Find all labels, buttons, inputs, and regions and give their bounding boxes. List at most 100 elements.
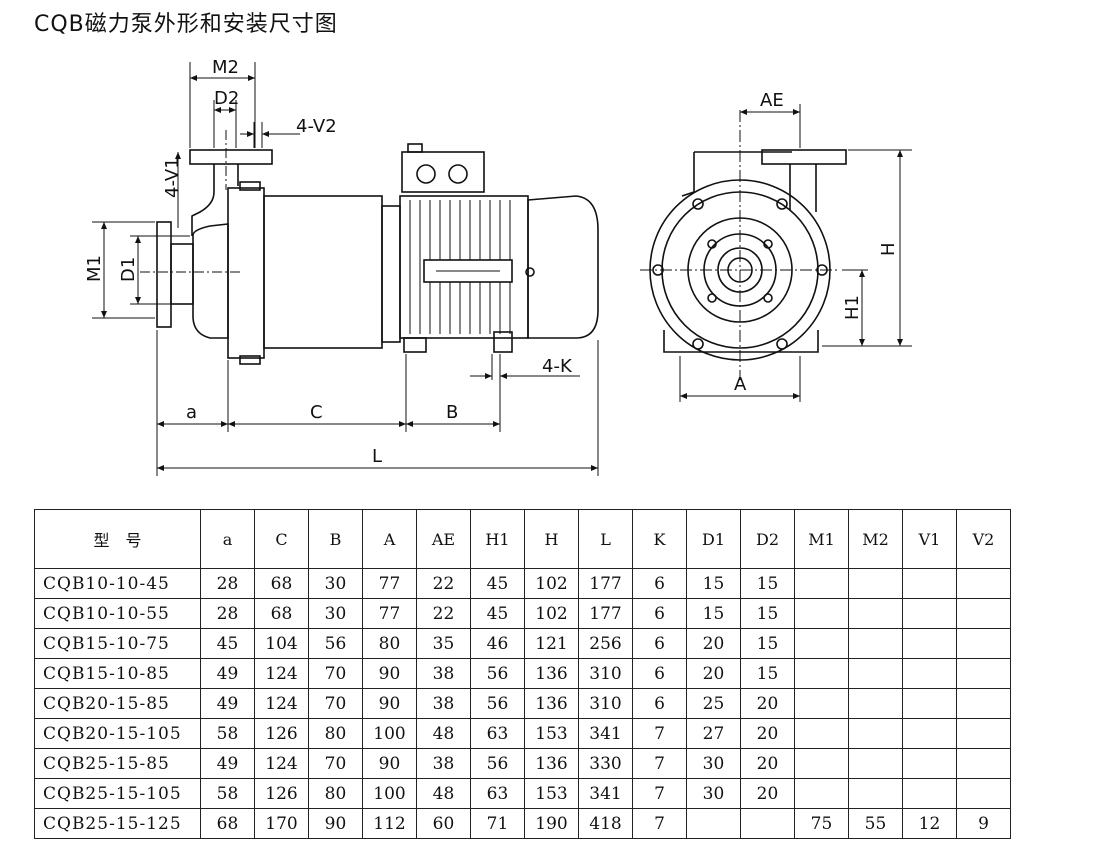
table-cell: 60 — [416, 808, 471, 839]
table-cell: 90 — [308, 808, 363, 839]
table-cell: 121 — [524, 628, 579, 659]
table-cell — [848, 718, 903, 749]
table-cell — [848, 748, 903, 779]
table-cell: 20 — [740, 688, 795, 719]
col-header: L — [578, 509, 633, 569]
col-header: H — [524, 509, 579, 569]
table-cell: 20 — [686, 628, 741, 659]
table-cell: 124 — [254, 688, 309, 719]
table-cell: 7 — [632, 778, 687, 809]
dim-k-label: 4-K — [542, 356, 573, 377]
dim-v1-label: 4-V1 — [162, 157, 183, 198]
table-cell: 68 — [254, 598, 309, 629]
table-cell — [956, 658, 1011, 689]
table-cell — [794, 778, 849, 809]
table-cell — [848, 568, 903, 599]
table-cell — [794, 658, 849, 689]
table-cell: 124 — [254, 658, 309, 689]
table-cell: 80 — [308, 778, 363, 809]
table-cell: 7 — [632, 748, 687, 779]
table-cell: 77 — [362, 598, 417, 629]
table-cell: 153 — [524, 718, 579, 749]
table-cell — [794, 748, 849, 779]
table-cell: 63 — [470, 718, 525, 749]
table-cell: 153 — [524, 778, 579, 809]
table-cell: 30 — [686, 748, 741, 779]
dim-m2-label: M2 — [212, 57, 239, 78]
table-cell — [902, 778, 957, 809]
end-view — [640, 104, 912, 402]
table-cell — [956, 628, 1011, 659]
table-cell: 68 — [200, 808, 255, 839]
table-cell: 15 — [740, 568, 795, 599]
table-cell: 20 — [740, 718, 795, 749]
col-header: a — [200, 509, 255, 569]
table-cell — [794, 628, 849, 659]
table-cell: 310 — [578, 688, 633, 719]
table-cell — [956, 688, 1011, 719]
table-cell — [794, 688, 849, 719]
table-cell: 7 — [632, 808, 687, 839]
table-cell: 418 — [578, 808, 633, 839]
col-header: H1 — [470, 509, 525, 569]
table-cell: 177 — [578, 598, 633, 629]
table-cell — [902, 748, 957, 779]
table-cell: 7 — [632, 718, 687, 749]
table-cell: 310 — [578, 658, 633, 689]
table-cell: 48 — [416, 718, 471, 749]
table-cell: 45 — [470, 568, 525, 599]
table-cell: 48 — [416, 778, 471, 809]
table-cell: 341 — [578, 778, 633, 809]
col-header: V2 — [956, 509, 1011, 569]
model-cell: CQB15-10-85 — [34, 658, 201, 689]
side-view — [92, 62, 599, 476]
table-cell — [956, 748, 1011, 779]
table-header-row: 型 号 a C B A AE H1 H L K D1 D2 M1 M2 V1 V… — [34, 509, 1011, 569]
table-cell: 22 — [416, 568, 471, 599]
table-cell: 15 — [686, 568, 741, 599]
dim-m1-label: M1 — [84, 255, 105, 282]
table-cell: 30 — [308, 598, 363, 629]
table-cell — [956, 568, 1011, 599]
table-cell: 15 — [686, 598, 741, 629]
model-cell: CQB10-10-55 — [34, 598, 201, 629]
table-cell: 20 — [740, 748, 795, 779]
col-header: AE — [416, 509, 471, 569]
table-cell: 15 — [740, 598, 795, 629]
table-cell: 80 — [308, 718, 363, 749]
table-cell — [956, 718, 1011, 749]
table-cell — [902, 598, 957, 629]
dim-d1-label: D1 — [118, 257, 139, 282]
table-cell — [848, 658, 903, 689]
table-cell: 71 — [470, 808, 525, 839]
table-cell: 28 — [200, 598, 255, 629]
table-cell — [740, 808, 795, 839]
table-cell — [956, 598, 1011, 629]
col-header: K — [632, 509, 687, 569]
table-cell: 68 — [254, 568, 309, 599]
table-cell: 56 — [470, 688, 525, 719]
table-cell — [848, 688, 903, 719]
dim-d2-label: D2 — [214, 88, 239, 109]
table-cell: 104 — [254, 628, 309, 659]
table-cell — [794, 598, 849, 629]
table-cell: 28 — [200, 568, 255, 599]
table-cell — [794, 568, 849, 599]
table-cell: 6 — [632, 628, 687, 659]
table-cell: 22 — [416, 598, 471, 629]
table-cell: 170 — [254, 808, 309, 839]
dim-c-label: C — [310, 402, 323, 423]
table-cell: 27 — [686, 718, 741, 749]
table-cell: 38 — [416, 748, 471, 779]
table-cell: 63 — [470, 778, 525, 809]
table-cell: 38 — [416, 658, 471, 689]
table-cell — [848, 778, 903, 809]
table-cell: 77 — [362, 568, 417, 599]
dim-a-label: a — [186, 402, 197, 423]
col-header: V1 — [902, 509, 957, 569]
table-cell: 15 — [740, 658, 795, 689]
